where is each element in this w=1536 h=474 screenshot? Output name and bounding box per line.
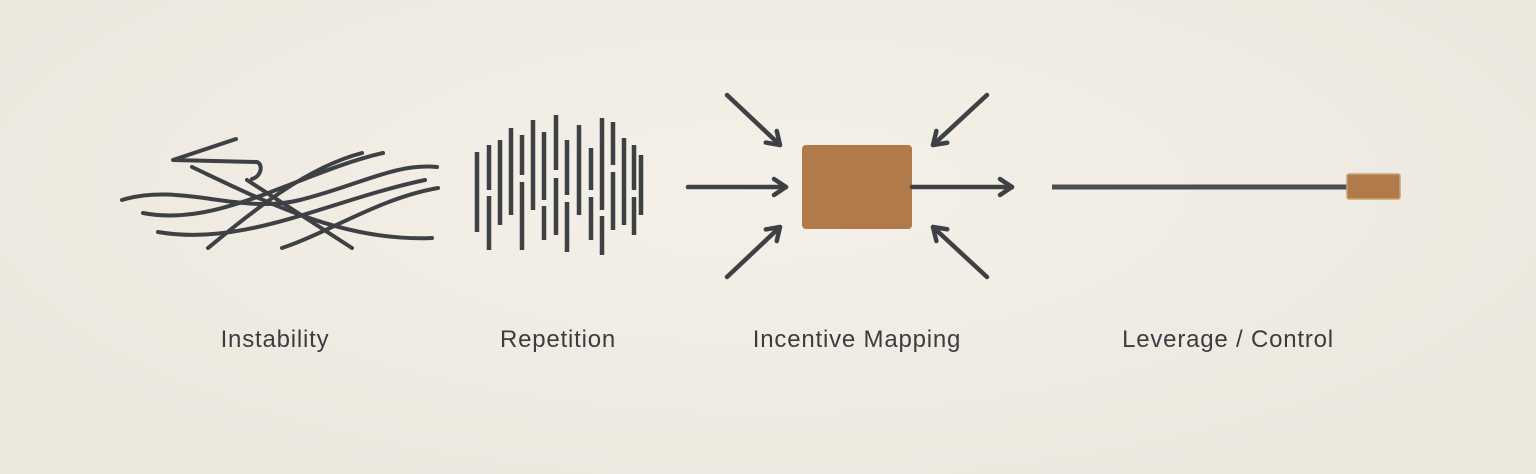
lever-line-block-icon xyxy=(1052,173,1401,200)
stage-label-leverage-control: Leverage / Control xyxy=(1122,326,1334,353)
lever-block xyxy=(1346,173,1401,200)
incentive-box xyxy=(802,145,912,229)
arrow-in-top-right xyxy=(930,92,990,148)
tangled-lines-icon xyxy=(120,137,440,250)
arrow-in-bottom-right xyxy=(930,224,990,280)
stage-label-instability: Instability xyxy=(220,326,330,353)
arrow-in-bottom-left xyxy=(724,224,783,280)
converging-arrows-box-icon xyxy=(685,92,1015,280)
arrow-in-top-left xyxy=(724,92,783,148)
stage-label-incentive-mapping: Incentive Mapping xyxy=(752,326,962,353)
vertical-bars-icon xyxy=(474,115,644,255)
stage-label-repetition: Repetition xyxy=(499,326,617,353)
